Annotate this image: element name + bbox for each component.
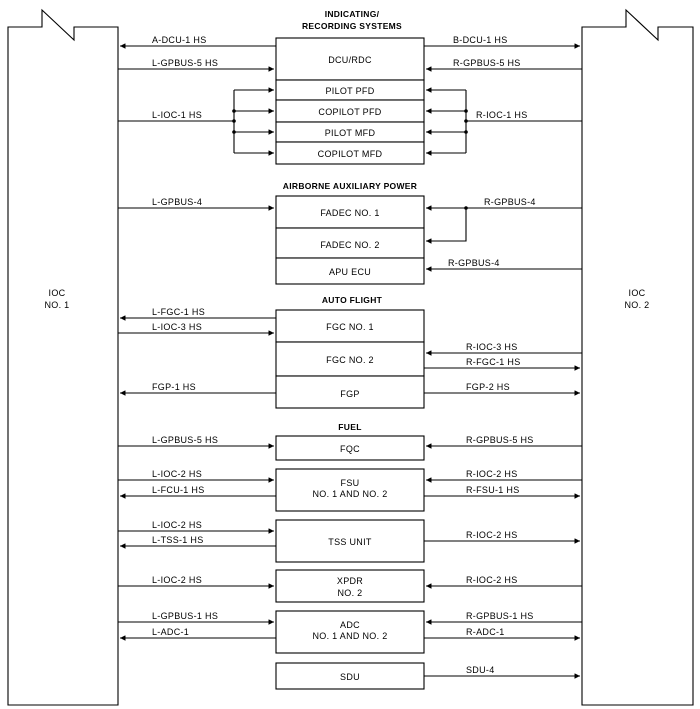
label-r-gpbus5: R-GPBUS-5 HS	[453, 58, 521, 68]
ioc-no2-unit: IOC NO. 2	[581, 8, 694, 706]
label-r-adc1: R-ADC-1	[466, 627, 505, 637]
section-header-auto-flight: AUTO FLIGHT	[322, 295, 383, 305]
label-sdu4: SDU-4	[466, 665, 495, 675]
label-r-gpbus1: R-GPBUS-1 HS	[466, 611, 534, 621]
xpdr-label-line2: NO. 2	[337, 588, 362, 598]
junction-dot	[232, 130, 236, 134]
label-fgp2: FGP-2 HS	[466, 382, 510, 392]
ioc-no1-label-line2: NO. 1	[44, 300, 69, 310]
tss-unit-label: TSS UNIT	[328, 537, 372, 547]
fadec1-label: FADEC NO. 1	[320, 208, 379, 218]
label-l-gpbus4: L-GPBUS-4	[152, 197, 202, 207]
fgc2-box	[275, 341, 425, 377]
fgc2-label: FGC NO. 2	[326, 355, 374, 365]
section-header-fuel: FUEL	[338, 422, 361, 432]
label-r-gpbus5-fuel: R-GPBUS-5 HS	[466, 435, 534, 445]
junction-dot	[232, 119, 236, 123]
xpdr-label-line1: XPDR	[337, 576, 363, 586]
fqc-box	[275, 435, 425, 461]
fadec2-label: FADEC NO. 2	[320, 240, 379, 250]
label-l-ioc1: L-IOC-1 HS	[152, 110, 202, 120]
label-l-gpbus5: L-GPBUS-5 HS	[152, 58, 218, 68]
pilot-mfd-label: PILOT MFD	[325, 128, 376, 138]
adc-label-line2: NO. 1 AND NO. 2	[312, 631, 387, 641]
xpdr-box	[275, 569, 425, 603]
label-l-adc1: L-ADC-1	[152, 627, 189, 637]
fsu-label-line1: FSU	[341, 478, 360, 488]
label-a-dcu: A-DCU-1 HS	[152, 35, 207, 45]
label-r-gpbus4: R-GPBUS-4	[484, 197, 536, 207]
label-l-ioc2-xpdr: L-IOC-2 HS	[152, 575, 202, 585]
adc-box	[275, 610, 425, 654]
label-r-ioc1: R-IOC-1 HS	[476, 110, 528, 120]
fgc1-box	[275, 309, 425, 343]
label-l-ioc3: L-IOC-3 HS	[152, 322, 202, 332]
ioc-no2-label-line1: IOC	[629, 288, 646, 298]
ioc-no2-label-line2: NO. 2	[624, 300, 649, 310]
fqc-label: FQC	[340, 444, 360, 454]
apu-ecu-box	[275, 257, 425, 285]
fsu-box	[275, 468, 425, 512]
label-r-ioc2-tss: R-IOC-2 HS	[466, 530, 518, 540]
label-l-fgc1: L-FGC-1 HS	[152, 307, 205, 317]
apu-ecu-label: APU ECU	[329, 267, 371, 277]
label-r-ioc2-fsu: R-IOC-2 HS	[466, 469, 518, 479]
junction-dot	[464, 109, 468, 113]
copilot-mfd-label: COPILOT MFD	[318, 149, 383, 159]
pilot-pfd-label: PILOT PFD	[325, 86, 374, 96]
fgc1-label: FGC NO. 1	[326, 322, 374, 332]
tss-unit-box	[275, 519, 425, 563]
label-fgp1: FGP-1 HS	[152, 382, 196, 392]
section-header-indicating-line1: INDICATING/	[325, 9, 380, 19]
arrow-r-gpbus4-fadec2	[426, 208, 467, 244]
label-l-ioc2-fsu: L-IOC-2 HS	[152, 469, 202, 479]
copilot-pfd-label: COPILOT PFD	[318, 107, 381, 117]
fgp-label: FGP	[340, 389, 359, 399]
label-r-ioc3: R-IOC-3 HS	[466, 342, 518, 352]
dcu-rdc-box	[275, 37, 425, 81]
dcu-rdc-label: DCU/RDC	[328, 55, 372, 65]
fgp-box	[275, 375, 425, 409]
junction-dot	[232, 109, 236, 113]
copilot-mfd-box	[275, 141, 425, 165]
label-r-ioc2-xpdr: R-IOC-2 HS	[466, 575, 518, 585]
label-r-fsu1: R-FSU-1 HS	[466, 485, 520, 495]
label-l-gpbus5-fuel: L-GPBUS-5 HS	[152, 435, 218, 445]
label-b-dcu: B-DCU-1 HS	[453, 35, 508, 45]
adc-label-line1: ADC	[340, 620, 360, 630]
sdu-box	[275, 662, 425, 690]
label-l-ioc2-tss: L-IOC-2 HS	[152, 520, 202, 530]
label-l-tss1: L-TSS-1 HS	[152, 535, 204, 545]
fsu-label-line2: NO. 1 AND NO. 2	[312, 489, 387, 499]
junction-dot	[464, 130, 468, 134]
label-l-gpbus1: L-GPBUS-1 HS	[152, 611, 218, 621]
ioc-no1-label-line1: IOC	[49, 288, 66, 298]
sdu-label: SDU	[340, 672, 360, 682]
label-l-fcu1: L-FCU-1 HS	[152, 485, 205, 495]
label-r-fgc1: R-FGC-1 HS	[466, 357, 521, 367]
ioc-no1-unit: IOC NO. 1	[7, 8, 119, 706]
junction-dot	[464, 119, 468, 123]
section-header-aap: AIRBORNE AUXILIARY POWER	[283, 181, 417, 191]
label-r-gpbus4-apu: R-GPBUS-4	[448, 258, 500, 268]
section-header-indicating-line2: RECORDING SYSTEMS	[302, 21, 402, 31]
